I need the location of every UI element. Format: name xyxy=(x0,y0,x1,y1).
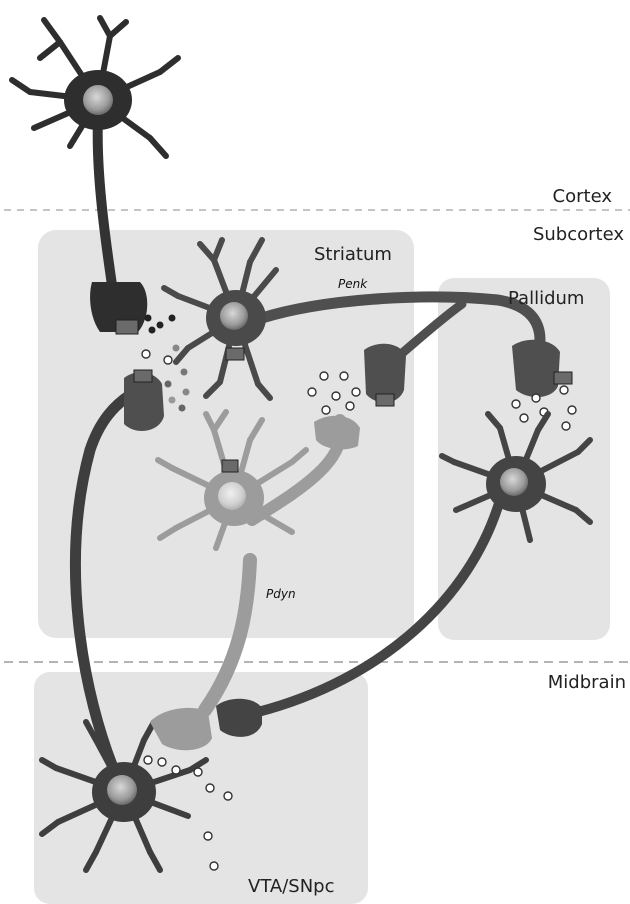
penk-terminal-striatum xyxy=(364,344,406,406)
subcortex-label: Subcortex xyxy=(533,224,624,245)
cortex-label: Cortex xyxy=(553,186,613,207)
striatum-label: Striatum xyxy=(314,244,392,265)
midbrain-label: Midbrain xyxy=(548,672,626,693)
cortical-terminal xyxy=(90,282,147,334)
pallidum-label: Pallidum xyxy=(508,288,584,309)
dopamine-terminal-striatum xyxy=(124,370,164,431)
penk-label: Penk xyxy=(338,277,368,291)
pallidal-terminal-midbrain xyxy=(216,699,262,737)
vta-snpc-label: VTA/SNpc xyxy=(248,876,335,897)
pdyn-label: Pdyn xyxy=(266,587,296,601)
